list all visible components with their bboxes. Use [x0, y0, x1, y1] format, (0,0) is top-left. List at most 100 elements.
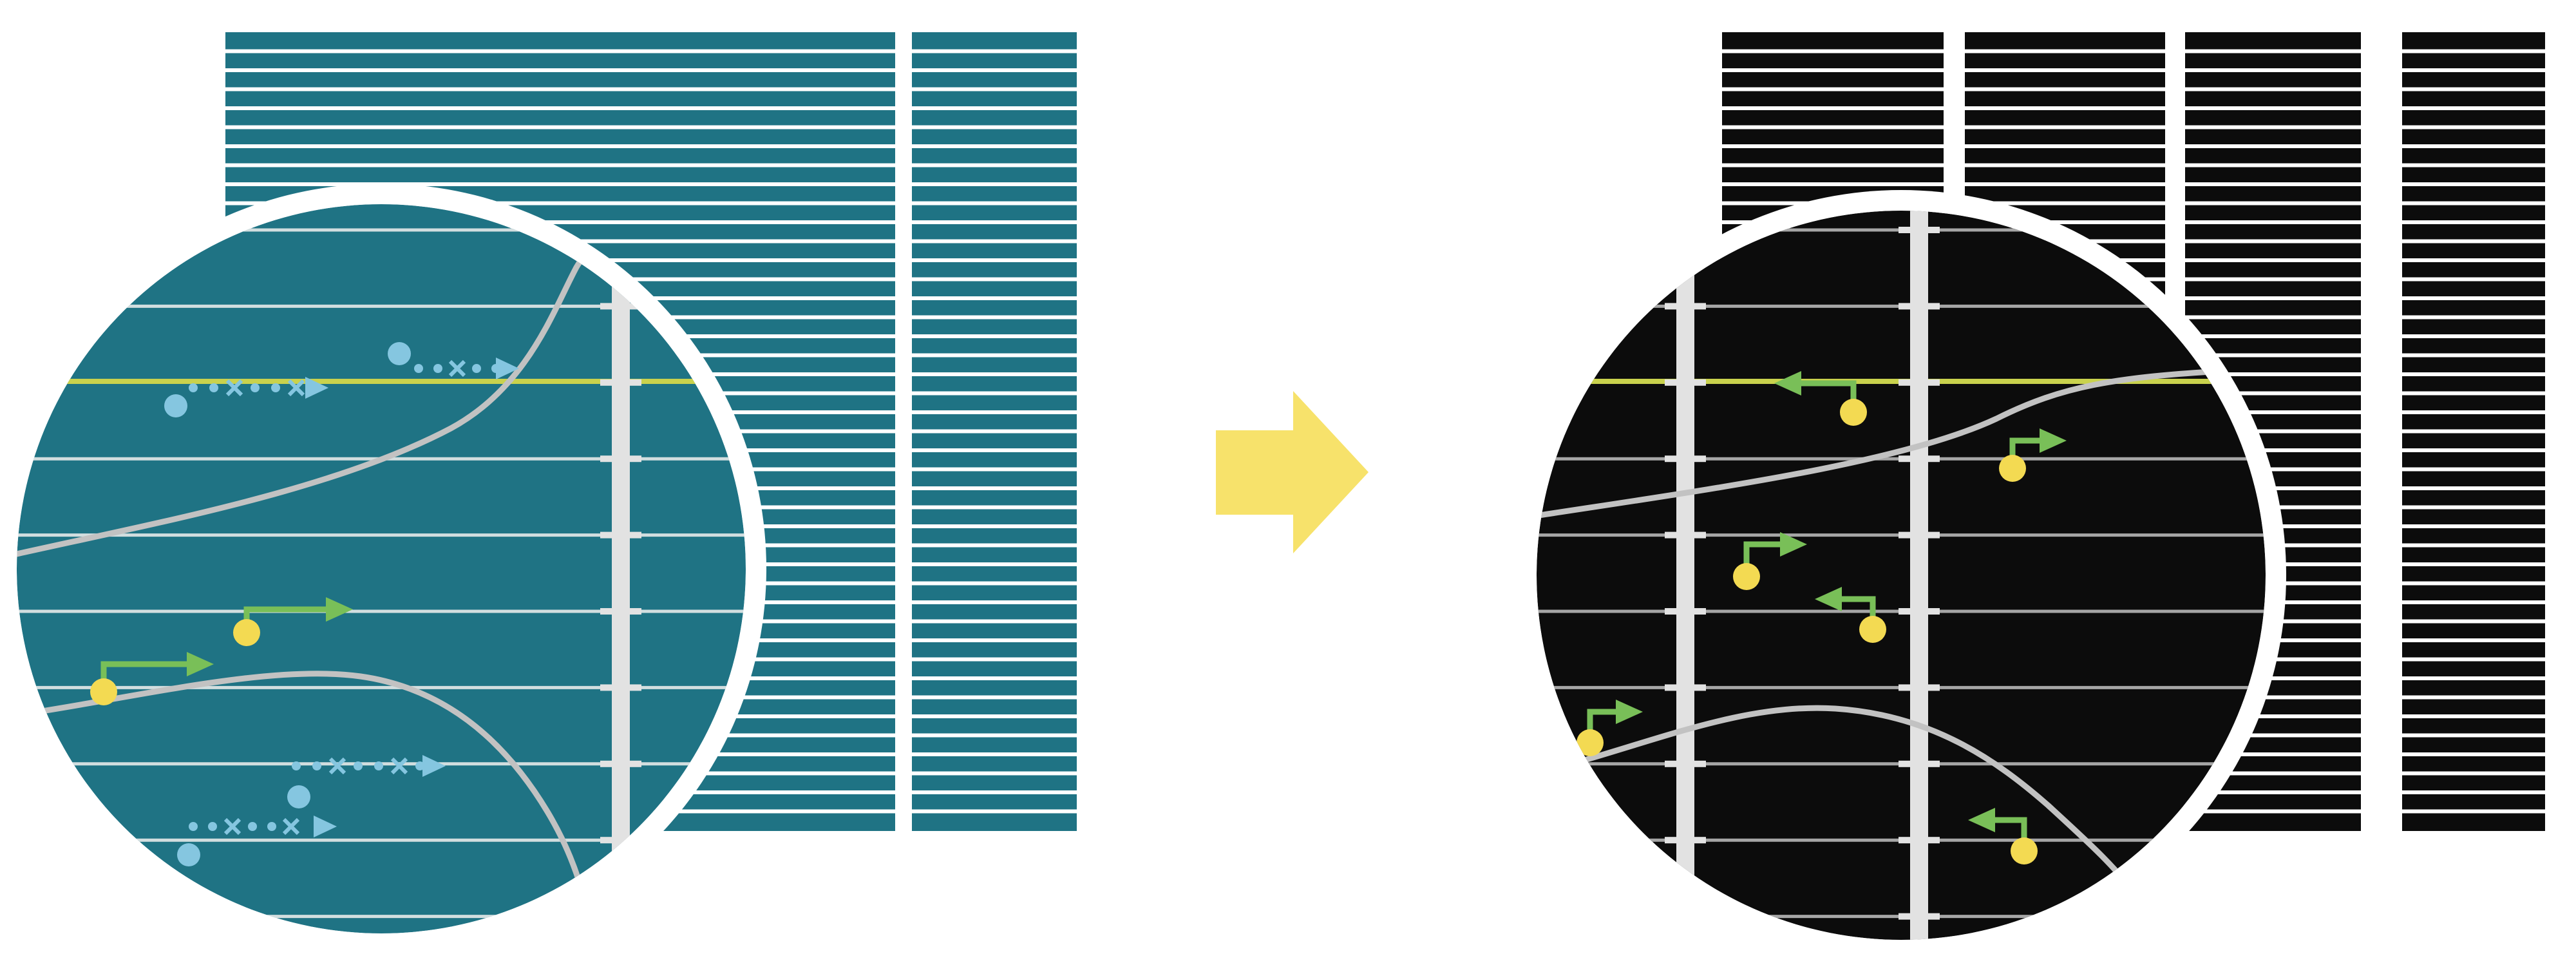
carrier-arrowhead-icon	[1780, 532, 1807, 557]
busbar-finger-joint	[1899, 455, 1940, 463]
left-inset-content	[17, 204, 746, 933]
collected-carrier-marker	[90, 652, 214, 705]
busbar-finger-joint	[1665, 303, 1706, 310]
carrier-arrowhead-icon	[1774, 371, 1801, 396]
electron-recombination-trail	[287, 755, 446, 808]
recombination-x-icon	[223, 817, 242, 836]
busbar-finger-joint	[600, 455, 641, 463]
busbar-finger-joint	[600, 608, 641, 615]
right-cell-panel-column-4	[2402, 32, 2545, 831]
busbar-finger-joint	[1899, 913, 1940, 920]
trail-dot	[267, 822, 276, 831]
collected-carrier-marker	[233, 597, 353, 646]
collected-carrier-marker	[1733, 532, 1807, 590]
trail-dot	[354, 761, 363, 770]
trail-dot	[271, 383, 280, 392]
busbar-finger-joint	[1665, 684, 1706, 691]
right-inset-content	[1537, 211, 2266, 940]
electron-arrowhead-icon	[314, 816, 337, 837]
right-magnifier-inset	[1516, 190, 2286, 960]
busbar-finger-joint	[600, 379, 641, 386]
trail-dot	[292, 761, 301, 770]
busbar-finger-joint	[1899, 837, 1940, 844]
electron-recombination-trail	[388, 342, 519, 379]
collected-carrier-marker	[1815, 587, 1886, 643]
carrier-arrowhead-icon	[1815, 587, 1842, 611]
busbar-finger-joint	[1899, 379, 1940, 386]
trail-dot	[189, 383, 198, 392]
carrier-dot	[233, 619, 260, 646]
electron-dot	[177, 843, 200, 866]
trail-dot	[208, 822, 217, 831]
electron-dot	[287, 785, 310, 808]
carrier-dot	[90, 678, 117, 705]
collected-carrier-marker	[1774, 371, 1867, 426]
trail-dot	[209, 383, 218, 392]
busbar	[612, 204, 630, 933]
collected-carrier-marker	[1577, 700, 1643, 756]
recombination-x-icon	[287, 379, 305, 397]
busbar-finger-joint	[1665, 379, 1706, 386]
trail-dot	[414, 364, 423, 373]
busbar	[1910, 211, 1928, 940]
trail-dot	[374, 761, 383, 770]
electron-arrowhead-icon	[305, 377, 328, 399]
carrier-arrowhead-icon	[1616, 700, 1643, 724]
busbar-finger-joint	[1899, 760, 1940, 767]
grain-boundary-line	[17, 671, 596, 933]
recombination-x-icon	[328, 757, 346, 775]
trail-dot	[433, 364, 442, 373]
trail-dot	[251, 383, 260, 392]
busbar	[1676, 211, 1694, 940]
carrier-dot	[1577, 729, 1604, 756]
trail-dot	[189, 822, 198, 831]
carrier-arrowhead-icon	[326, 597, 353, 622]
grain-boundary-line	[1537, 367, 2238, 519]
transition-arrow-icon	[1216, 391, 1368, 553]
busbar-finger-joint	[600, 837, 641, 844]
recombination-x-icon	[448, 359, 466, 377]
busbar-finger-joint	[1665, 227, 1706, 233]
busbar-finger-joint	[1665, 837, 1706, 844]
carrier-dot	[1840, 399, 1867, 426]
collected-carrier-marker	[1968, 808, 2038, 864]
carrier-dot	[1859, 616, 1886, 643]
electron-arrowhead-icon	[422, 755, 446, 777]
busbar-finger-joint	[600, 303, 641, 310]
busbar-finger-joint	[600, 531, 641, 539]
trail-dot	[472, 364, 481, 373]
electron-recombination-trail	[177, 816, 337, 866]
busbar-finger-joint	[1899, 531, 1940, 539]
busbar-finger-joint	[1665, 608, 1706, 615]
trail-dot	[312, 761, 321, 770]
electron-arrowhead-icon	[496, 358, 519, 379]
busbar-finger-joint	[600, 760, 641, 767]
busbar-finger-joint	[1665, 531, 1706, 539]
busbar-finger-joint	[600, 684, 641, 691]
right-inset-background	[1537, 211, 2266, 940]
busbar-finger-joint	[1665, 913, 1706, 920]
carrier-arrowhead-icon	[1968, 808, 1995, 832]
carrier-dot	[2011, 837, 2038, 864]
collected-carrier-marker	[1999, 428, 2067, 482]
trail-dot	[415, 761, 424, 770]
busbar-finger-joint	[600, 913, 641, 920]
electron-dot	[388, 342, 411, 365]
recombination-x-icon	[225, 379, 243, 397]
busbar-finger-joint	[1899, 608, 1940, 615]
recombination-x-icon	[282, 817, 300, 836]
carrier-dot	[1733, 563, 1760, 590]
left-magnifier-inset	[0, 184, 766, 954]
busbar-finger-joint	[1665, 455, 1706, 463]
busbar-finger-joint	[1665, 760, 1706, 767]
left-cell-side-panel	[912, 32, 1077, 831]
carrier-dot	[1999, 455, 2026, 482]
busbar-finger-joint	[1899, 303, 1940, 310]
electron-dot	[164, 394, 187, 417]
carrier-arrowhead-icon	[2040, 428, 2067, 453]
electron-recombination-trail	[164, 377, 328, 417]
trail-dot	[248, 822, 257, 831]
recombination-x-icon	[390, 757, 408, 775]
